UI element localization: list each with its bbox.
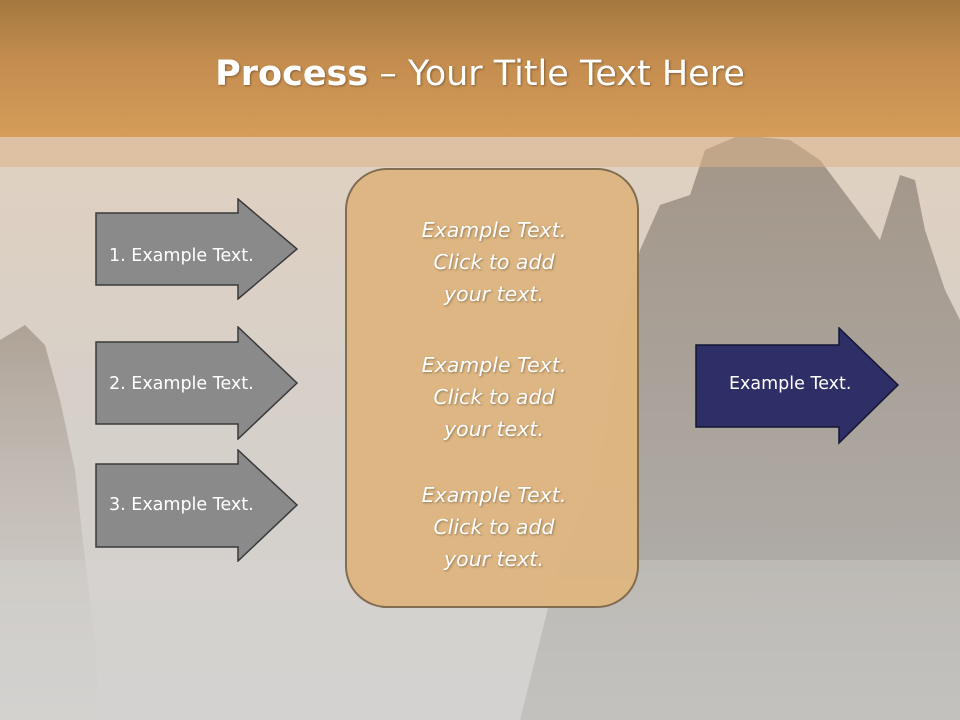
center-text-1-line2: Click to add (433, 250, 555, 274)
input-arrow-1-label: 1. Example Text. (109, 246, 254, 266)
center-text-block-1: Example Text. Click to add your text. (347, 214, 641, 310)
center-text-block-2: Example Text. Click to add your text. (347, 349, 641, 445)
center-text-2-line1: Example Text. (421, 353, 567, 377)
title-bar (0, 0, 960, 137)
center-text-2-line3: your text. (444, 417, 544, 441)
slide-title-bold: Process (215, 54, 369, 94)
input-arrow-2-label: 2. Example Text. (109, 374, 254, 394)
output-arrow-label: Example Text. (729, 374, 852, 394)
output-arrow[interactable] (695, 327, 900, 445)
slide-title-rest: – Your Title Text Here (368, 54, 745, 94)
center-text-3-line3: your text. (444, 547, 544, 571)
center-process-box[interactable]: Example Text. Click to add your text. Ex… (345, 168, 639, 608)
center-text-block-3: Example Text. Click to add your text. (347, 479, 641, 575)
input-arrow-3-label: 3. Example Text. (109, 495, 254, 515)
center-text-1-line3: your text. (444, 282, 544, 306)
slide-title: Process – Your Title Text Here (0, 52, 960, 96)
input-arrow-1[interactable] (95, 198, 299, 300)
center-text-3-line2: Click to add (433, 515, 555, 539)
title-bar-strip (0, 137, 960, 167)
center-text-3-line1: Example Text. (421, 483, 567, 507)
input-arrow-2[interactable] (95, 326, 299, 440)
center-text-1-line1: Example Text. (421, 218, 567, 242)
input-arrow-3[interactable] (95, 449, 299, 562)
center-text-2-line2: Click to add (433, 385, 555, 409)
